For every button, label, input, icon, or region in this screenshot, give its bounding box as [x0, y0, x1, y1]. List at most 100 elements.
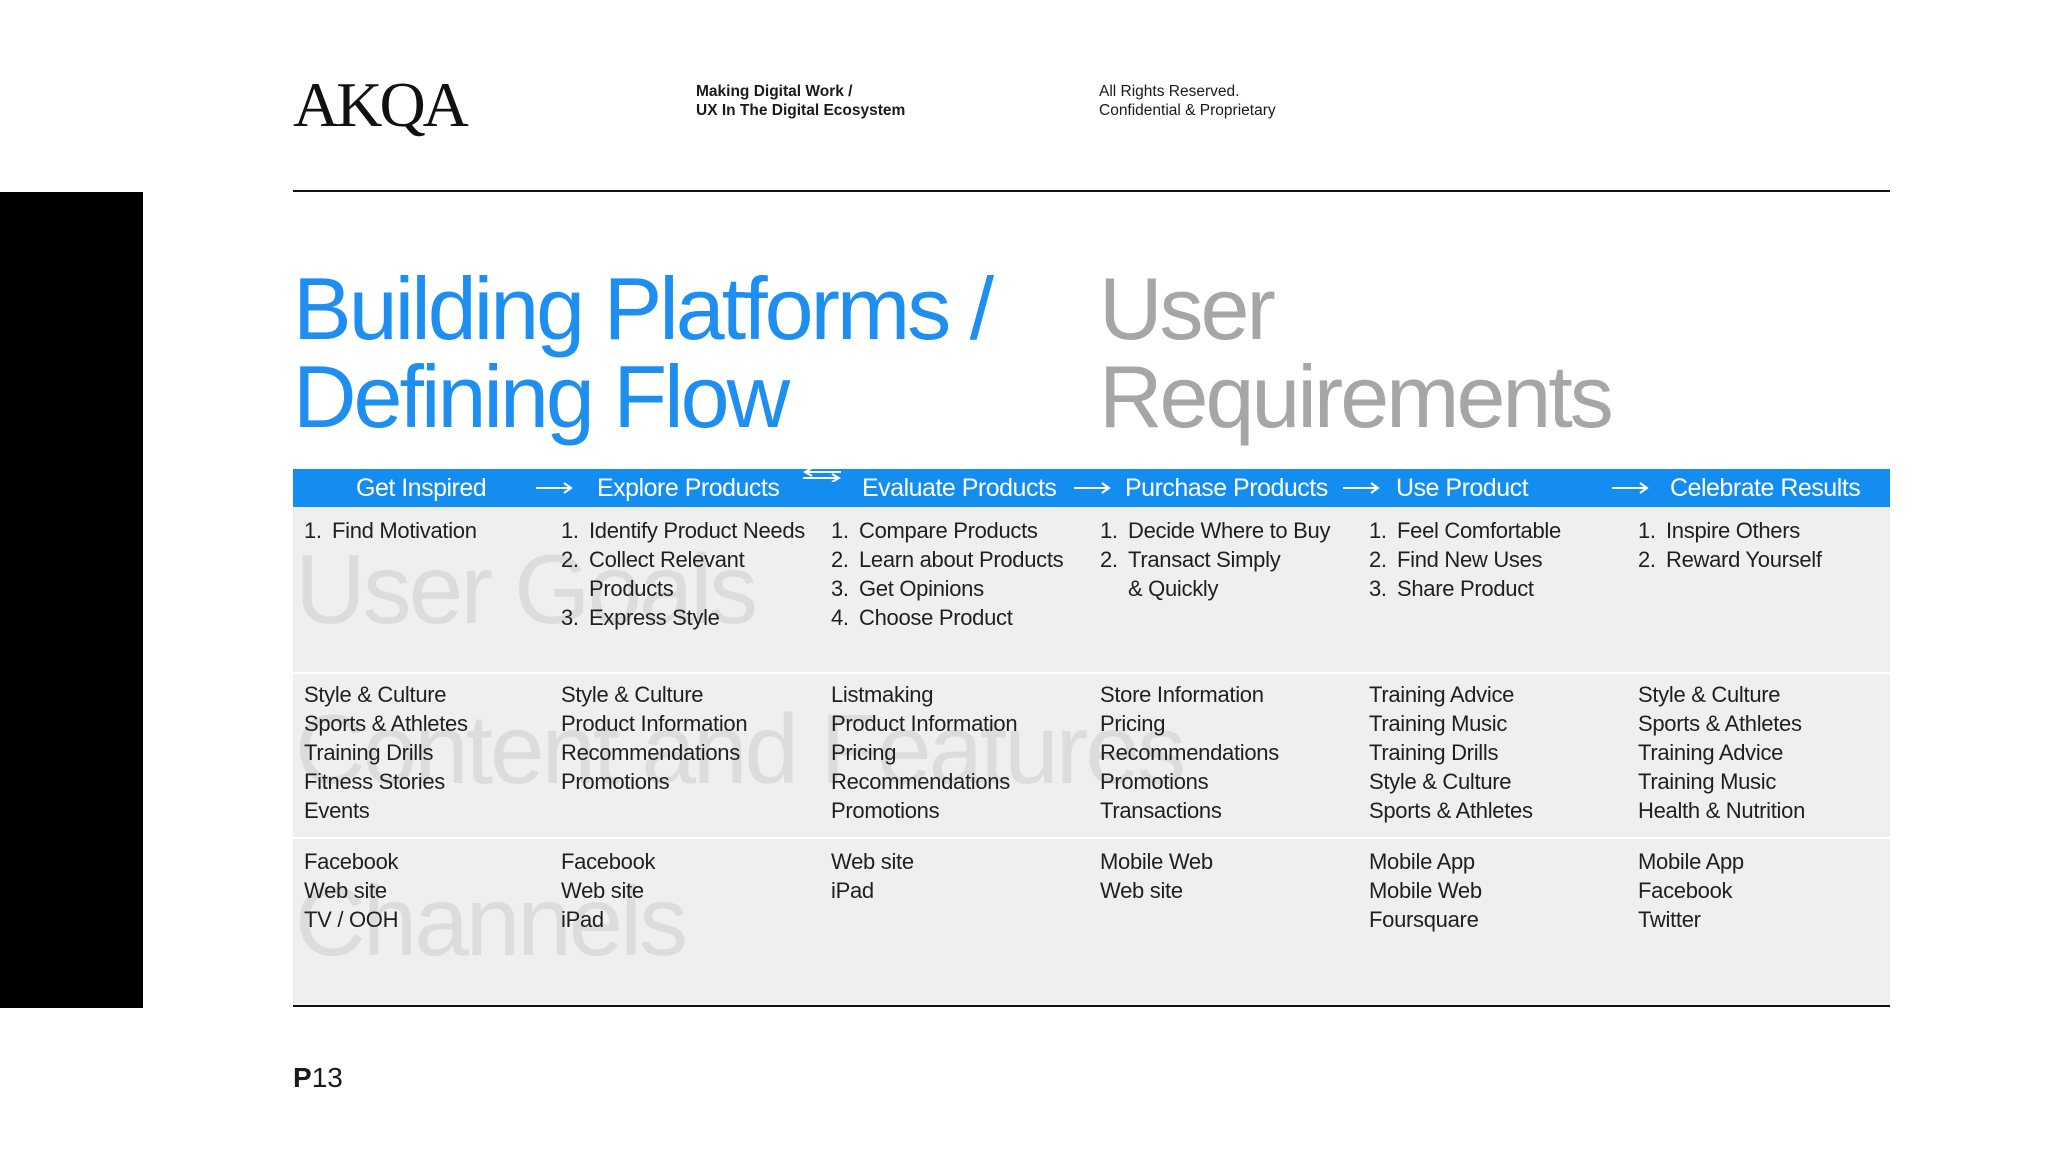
- stage-evaluate-products: Evaluate Products: [862, 474, 1057, 502]
- goal-text: Decide Where to Buy: [1128, 518, 1331, 543]
- content-cell: Store Information Pricing Recommendation…: [1100, 680, 1279, 825]
- channel-item: TV / OOH: [304, 907, 399, 932]
- item-number: 1.: [1369, 518, 1387, 543]
- goal-text: Compare Products: [859, 518, 1038, 543]
- content-item: Training Music: [1638, 769, 1777, 794]
- goal-text: Find Motivation: [332, 518, 477, 543]
- header-subtitle-line: Making Digital Work /: [696, 83, 853, 100]
- content-item: Pricing: [831, 740, 897, 765]
- goal-item: 3.Express Style: [561, 603, 805, 632]
- content-item: Recommendations: [1100, 740, 1279, 765]
- stage-celebrate-results: Celebrate Results: [1670, 474, 1861, 502]
- channel-item: Facebook: [1638, 878, 1733, 903]
- bottom-divider: [293, 1005, 1890, 1007]
- goal-text: & Quickly: [1128, 576, 1219, 601]
- page-title-line: Defining Flow: [293, 347, 790, 446]
- content-item: Product Information: [561, 711, 748, 736]
- goal-text: Reward Yourself: [1666, 547, 1822, 572]
- goal-item: 3.Share Product: [1369, 574, 1561, 603]
- item-number: 2.: [1369, 547, 1387, 572]
- goal-text: Collect Relevant: [589, 547, 745, 572]
- page-title-line: Requirements: [1099, 347, 1614, 446]
- akqa-logo: AKQA: [293, 69, 469, 140]
- page-title-blue: Building Platforms / Defining Flow: [293, 259, 994, 446]
- content-item: Health & Nutrition: [1638, 798, 1806, 823]
- header-subtitle-line: UX In The Digital Ecosystem: [696, 102, 906, 119]
- ghost-label-goals: User Goals: [295, 534, 758, 644]
- item-number: 3.: [561, 605, 579, 630]
- goal-item: 2. Reward Yourself: [1638, 545, 1822, 574]
- goal-item-continued: & Quickly: [1100, 574, 1330, 603]
- channel-item: Web site: [304, 878, 387, 903]
- goal-item: 1. Decide Where to Buy: [1100, 516, 1330, 545]
- goal-item: 1.Feel Comfortable: [1369, 516, 1561, 545]
- goals-cell: 1.Inspire Others 2.Reward Yourself: [1638, 516, 1822, 574]
- goal-item: 4.Choose Product: [831, 603, 1063, 632]
- content-cell: Style & Culture Sports & Athletes Traini…: [304, 680, 468, 825]
- goal-item-continued: Products: [561, 574, 805, 603]
- item-number: 2.: [561, 547, 579, 572]
- goal-item: 2.Learn about Products: [831, 545, 1064, 574]
- goal-text: Get Opinions: [859, 576, 984, 601]
- goal-text: Choose Product: [859, 605, 1013, 630]
- item-number: 3.: [831, 576, 849, 601]
- content-item: Sports & Athletes: [1369, 798, 1533, 823]
- item-number: 1.: [1100, 518, 1118, 543]
- item-number: 2.: [831, 547, 849, 572]
- content-item: Style & Culture: [1369, 769, 1512, 794]
- right-arrow-icon: [1610, 469, 1652, 507]
- content-item: Training Advice: [1369, 682, 1515, 707]
- top-divider: [293, 190, 1890, 192]
- content-item: Pricing: [1100, 711, 1166, 736]
- content-item: Training Drills: [1369, 740, 1499, 765]
- item-number: 2.: [1100, 547, 1118, 572]
- content-item: Training Drills: [304, 740, 434, 765]
- content-cell: Training Advice Training Music Training …: [1369, 680, 1533, 825]
- channel-item: Web site: [1100, 878, 1183, 903]
- goal-item: 3. Get Opinions: [831, 574, 1063, 603]
- channel-item: Facebook: [561, 849, 656, 874]
- content-item: Style & Culture: [561, 682, 704, 707]
- content-item: Training Advice: [1638, 740, 1784, 765]
- content-item: Recommendations: [561, 740, 740, 765]
- item-number: 2.: [1638, 547, 1656, 572]
- page-number: P13: [293, 1061, 343, 1095]
- channels-cell: Web site iPad: [831, 847, 914, 905]
- item-number: 1.: [304, 518, 322, 543]
- page-title-grey: User Requirements: [1099, 265, 1614, 446]
- content-item: Transactions: [1100, 798, 1222, 823]
- content-item: Style & Culture: [304, 682, 447, 707]
- content-cell: Style & Culture Sports & Athletes Traini…: [1638, 680, 1805, 825]
- stage-purchase-products: Purchase Products: [1125, 474, 1328, 502]
- requirements-table: [293, 507, 1890, 1006]
- content-item: Product Information: [831, 711, 1018, 736]
- goal-item: 1.Compare Products: [831, 516, 1063, 545]
- channel-item: Mobile App: [1369, 849, 1475, 874]
- right-arrow-icon: [1341, 469, 1383, 507]
- channels-cell: Mobile Web Web site: [1100, 847, 1213, 905]
- channel-item: iPad: [831, 878, 874, 903]
- channels-cell: Mobile App Mobile Web Foursquare: [1369, 847, 1482, 934]
- page-title-line: Building Platforms /: [293, 259, 994, 358]
- stage-use-product: Use Product: [1396, 474, 1529, 502]
- double-arrow-icon: [801, 468, 843, 507]
- goal-item: 1.Identify Product Needs: [561, 516, 805, 545]
- goals-cell: 1.Compare Products 2.Learn about Product…: [831, 516, 1064, 632]
- content-item: Sports & Athletes: [1638, 711, 1802, 736]
- content-item: Listmaking: [831, 682, 934, 707]
- content-item: Events: [304, 798, 370, 823]
- goals-cell: 1.Identify Product Needs 2. Collect Relev…: [561, 516, 805, 632]
- goal-text: Transact Simply: [1128, 547, 1281, 572]
- ghost-label-channels: Channels: [295, 866, 688, 976]
- goal-item: 2. Transact Simply: [1100, 545, 1330, 574]
- right-arrow-icon: [534, 469, 576, 507]
- content-item: Fitness Stories: [304, 769, 445, 794]
- goal-text: Share Product: [1397, 576, 1534, 601]
- page-number-value: 13: [311, 1062, 343, 1093]
- header-rights-line: All Rights Reserved.: [1099, 83, 1240, 100]
- content-item: Style & Culture: [1638, 682, 1781, 707]
- goal-text: Inspire Others: [1666, 518, 1800, 543]
- stage-explore-products: Explore Products: [597, 474, 780, 502]
- channel-item: Web site: [831, 849, 914, 874]
- goal-text: Products: [589, 576, 674, 601]
